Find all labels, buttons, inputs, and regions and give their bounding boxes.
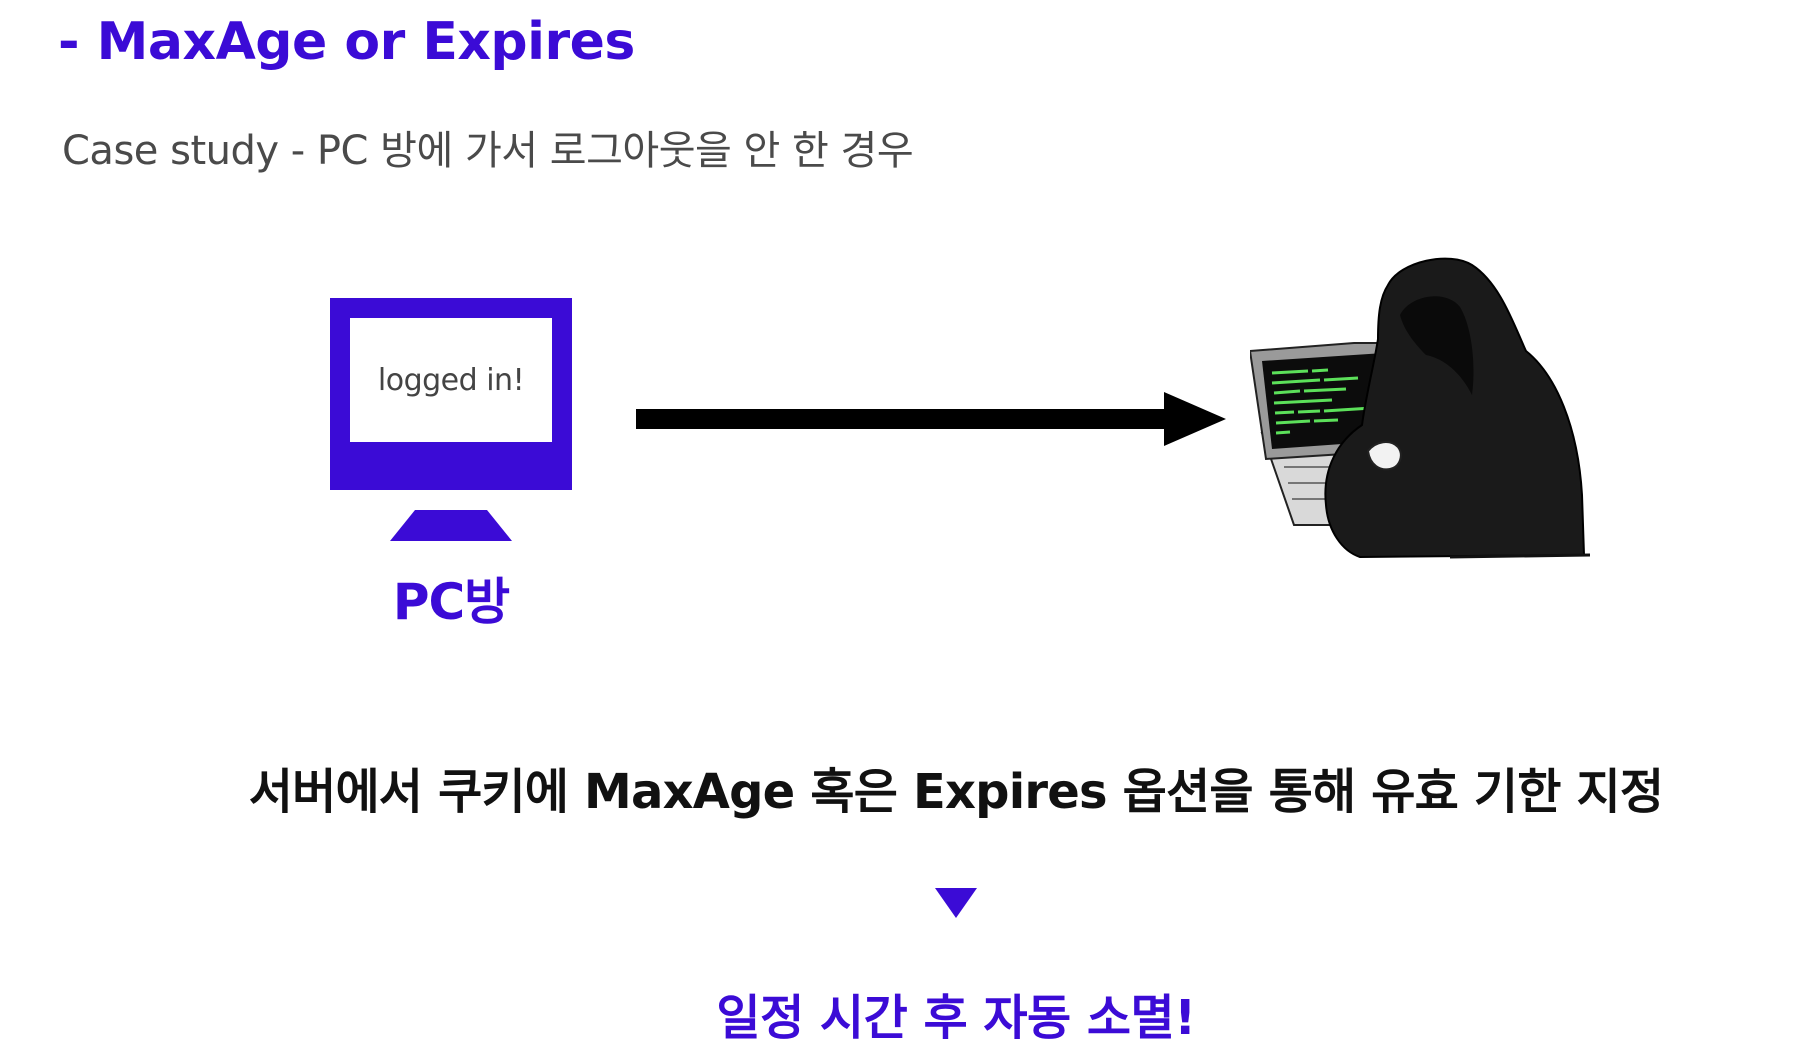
right-arrow-icon bbox=[636, 392, 1226, 446]
down-triangle-icon bbox=[935, 888, 977, 918]
monitor-screen-text: logged in! bbox=[377, 362, 525, 398]
slide-subtitle: Case study - PC 방에 가서 로그아웃을 안 한 경우 bbox=[62, 128, 914, 174]
monitor-icon: logged in! bbox=[330, 298, 572, 490]
hooded-hacker-icon bbox=[1250, 257, 1590, 559]
pc-room-label: PC방 bbox=[392, 573, 510, 631]
monitor-stand bbox=[390, 510, 512, 541]
conclusion-text: 일정 시간 후 자동 소멸! bbox=[716, 990, 1196, 1046]
slide-title: - MaxAge or Expires bbox=[58, 12, 635, 72]
statement-text: 서버에서 쿠키에 MaxAge 혹은 Expires 옵션을 통해 유효 기한 … bbox=[248, 764, 1664, 820]
monitor-screen: logged in! bbox=[350, 318, 552, 442]
